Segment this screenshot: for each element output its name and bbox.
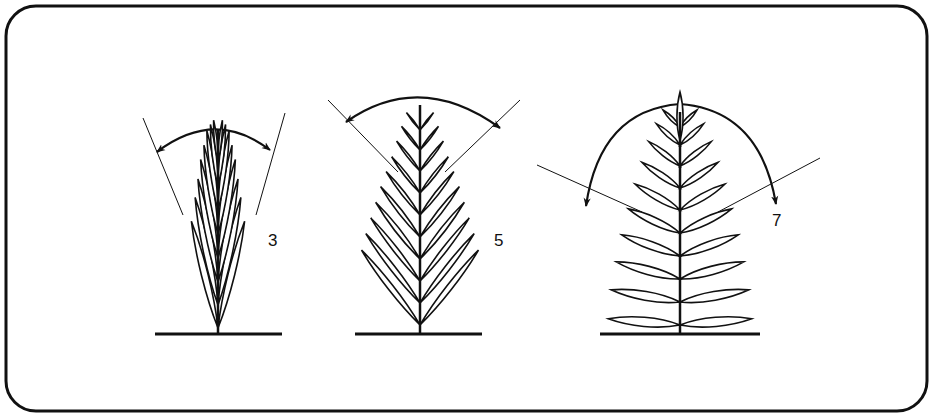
frond-wide — [537, 92, 820, 334]
angle-number: 5 — [494, 232, 503, 249]
frond-narrow — [143, 113, 285, 334]
angle-number: 3 — [268, 232, 277, 249]
frond-medium — [328, 97, 520, 334]
angle-number: 7 — [772, 212, 781, 229]
